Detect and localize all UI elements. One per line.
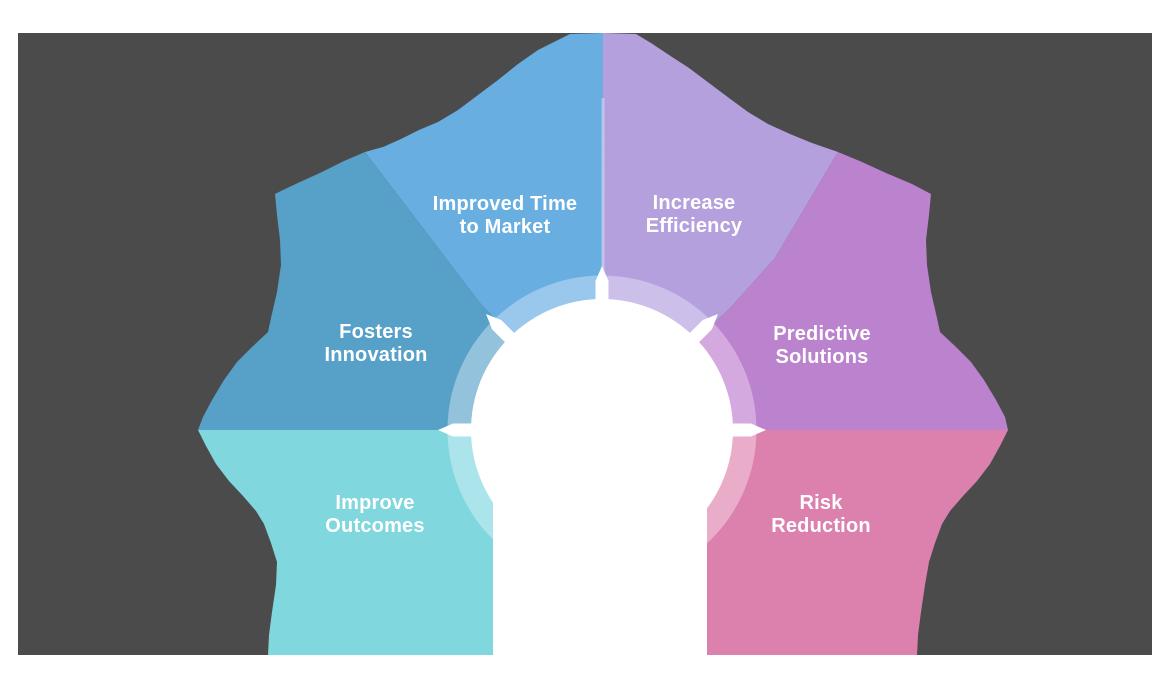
ring-arc-predictive-solutions bbox=[692, 320, 757, 431]
bottom-opening bbox=[493, 496, 707, 679]
inner-ring-group bbox=[438, 266, 766, 545]
ring-arc-fosters-innovation bbox=[447, 320, 512, 431]
ring-arc-improved-time-to-market bbox=[492, 275, 603, 340]
ring-arc-increase-efficiency bbox=[601, 275, 712, 340]
center-circle bbox=[471, 299, 733, 561]
